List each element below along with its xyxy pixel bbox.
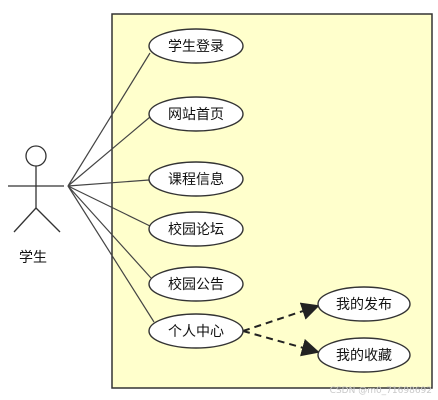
use-case-label: 网站首页: [168, 107, 224, 123]
association-line: [67, 185, 155, 323]
use-case-ellipse: [317, 337, 411, 373]
dependency-lines: [242, 302, 320, 357]
use-case-ellipse: [148, 266, 244, 302]
use-case-favorites: 我的收藏: [317, 337, 411, 373]
use-case-personal: 个人中心: [148, 313, 244, 349]
use-case-label: 个人中心: [168, 324, 224, 340]
actor-head: [25, 145, 47, 167]
association-line: [67, 116, 151, 187]
use-case-ellipse: [148, 211, 244, 247]
association-lines: [67, 52, 155, 323]
actor-label: 学生: [19, 250, 47, 266]
use-case-label: 校园公告: [168, 276, 224, 293]
use-case-label: 学生登录: [168, 39, 224, 55]
association-line: [67, 185, 152, 279]
actor-right-leg: [35, 207, 61, 233]
use-case-label: 我的收藏: [336, 348, 392, 364]
use-case-ellipse: [148, 313, 244, 349]
use-case-label: 校园论坛: [168, 221, 224, 238]
use-case-label: 我的发布: [336, 297, 392, 313]
association-line: [67, 179, 150, 187]
use-case-home: 网站首页: [148, 96, 244, 132]
watermark: CSDN @m0_71698692: [330, 386, 432, 396]
use-case-login: 学生登录: [148, 28, 244, 64]
use-case-posts: 我的发布: [317, 286, 411, 322]
use-case-ellipse: [317, 286, 411, 322]
use-case-label: 课程信息: [168, 171, 224, 188]
use-case-forum: 校园论坛: [148, 211, 244, 247]
dependency-arrow: [242, 302, 320, 332]
actor-student: 学生: [8, 145, 64, 266]
association-line: [67, 52, 151, 187]
association-line: [67, 185, 151, 227]
use-case-ellipse: [148, 96, 244, 132]
use-case-ellipse: [148, 28, 244, 64]
use-case-notice: 校园公告: [148, 266, 244, 302]
actor-left-leg: [13, 207, 37, 233]
use-case-ellipse: [148, 161, 244, 197]
dependency-arrow: [242, 330, 320, 357]
use-case-course: 课程信息: [148, 161, 244, 197]
